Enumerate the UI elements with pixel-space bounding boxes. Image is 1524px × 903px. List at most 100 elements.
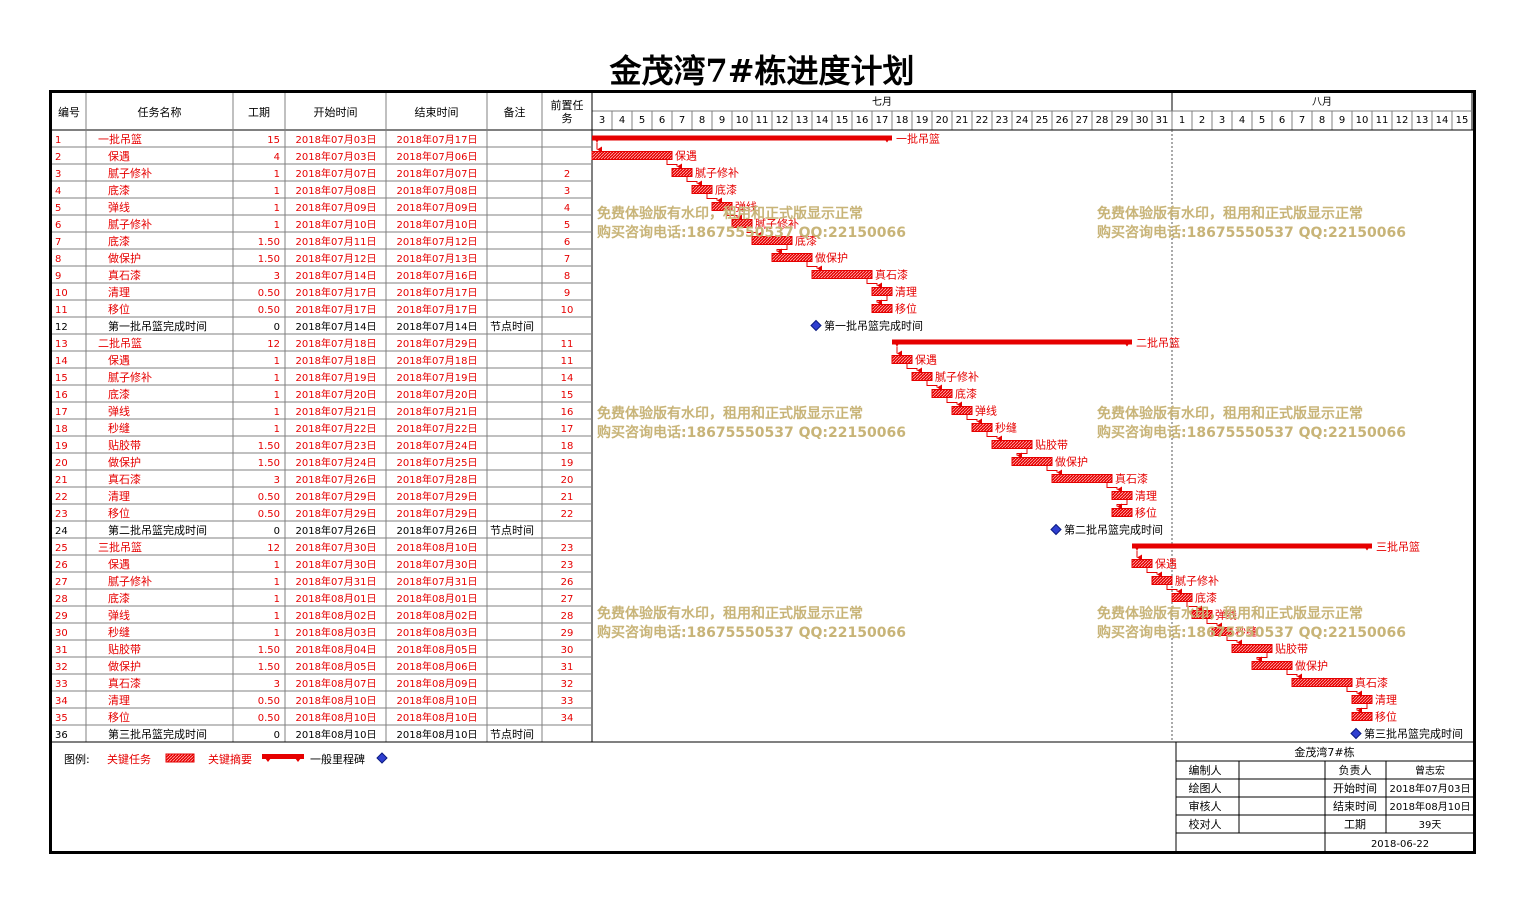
task-pred: 21 (561, 492, 574, 503)
column-header-pred: 前置任 (551, 98, 584, 112)
task-duration: 1 (274, 560, 280, 571)
task-end: 2018年07月19日 (397, 371, 478, 384)
task-bar (1211, 627, 1233, 636)
task-id: 6 (55, 220, 61, 231)
dependency-arrow (1016, 448, 1028, 459)
task-name: 弹线 (108, 404, 130, 418)
task-start: 2018年08月04日 (296, 643, 377, 656)
task-pred: 15 (561, 390, 574, 401)
day-label: 28 (1096, 115, 1109, 126)
info-value: 2018年07月03日 (1390, 782, 1471, 795)
task-name: 底漆 (108, 234, 130, 248)
task-pred: 19 (561, 458, 574, 469)
task-name: 真石漆 (108, 268, 141, 282)
task-pred: 17 (561, 424, 574, 435)
task-end: 2018年07月10日 (397, 218, 478, 231)
task-end: 2018年08月01日 (397, 592, 478, 605)
task-end: 2018年07月12日 (397, 235, 478, 248)
task-pred: 7 (564, 254, 570, 265)
task-duration: 3 (274, 679, 280, 690)
task-bar (891, 355, 913, 364)
task-id: 33 (55, 679, 68, 690)
task-duration: 1 (274, 407, 280, 418)
task-bar (731, 219, 753, 228)
bar-label: 秒缝 (1235, 625, 1257, 639)
day-label: 13 (1416, 115, 1429, 126)
column-header-end: 结束时间 (415, 106, 459, 119)
dependency-arrow (806, 261, 822, 272)
task-start: 2018年07月07日 (296, 167, 377, 180)
task-name: 腻子修补 (108, 574, 152, 588)
day-label: 12 (1396, 115, 1409, 126)
day-label: 8 (699, 115, 705, 126)
task-start: 2018年07月09日 (296, 201, 377, 214)
dependency-arrow (1166, 584, 1182, 595)
task-id: 9 (55, 271, 61, 282)
task-start: 2018年07月20日 (296, 388, 377, 401)
day-label: 7 (1299, 115, 1305, 126)
task-name: 保遇 (108, 557, 130, 571)
task-start: 2018年07月29日 (296, 507, 377, 520)
task-end: 2018年07月31日 (397, 575, 478, 588)
task-id: 26 (55, 560, 68, 571)
task-id: 18 (55, 424, 68, 435)
task-end: 2018年07月28日 (397, 473, 478, 486)
task-id: 4 (55, 186, 61, 197)
day-label: 14 (1436, 115, 1449, 126)
task-pred: 22 (561, 509, 574, 520)
bar-label: 一批吊篮 (896, 132, 940, 146)
watermark-line: 免费体验版有水印，租用和正式版显示正常 (1097, 605, 1363, 622)
dependency-arrow (1146, 567, 1162, 578)
day-label: 15 (1456, 115, 1469, 126)
task-id: 36 (55, 730, 68, 741)
task-id: 32 (55, 662, 68, 673)
task-bar (1171, 593, 1193, 602)
bar-label: 保遇 (675, 149, 697, 163)
day-label: 24 (1016, 115, 1029, 126)
task-pred: 28 (561, 611, 574, 622)
info-value: 曾志宏 (1415, 764, 1445, 777)
info-key: 负责人 (1339, 763, 1372, 777)
dependency-arrow (1186, 601, 1202, 612)
day-label: 13 (796, 115, 809, 126)
day-label: 8 (1319, 115, 1325, 126)
task-bar (751, 236, 793, 245)
task-start: 2018年07月18日 (296, 337, 377, 350)
task-end: 2018年07月26日 (397, 524, 478, 537)
task-duration: 1 (274, 373, 280, 384)
summary-end-cap (1362, 543, 1372, 551)
task-bar (811, 270, 873, 279)
task-pred: 2 (564, 169, 570, 180)
task-start: 2018年07月19日 (296, 371, 377, 384)
task-bar (691, 185, 713, 194)
task-duration: 0 (274, 322, 280, 333)
task-pred: 31 (561, 662, 574, 673)
task-pred: 11 (561, 339, 574, 350)
task-pred: 20 (561, 475, 574, 486)
task-name: 秒缝 (108, 625, 130, 639)
task-duration: 1 (274, 356, 280, 367)
task-name: 做保护 (108, 455, 141, 469)
summary-start-cap (1132, 543, 1142, 551)
bar-label: 真石漆 (1115, 472, 1148, 486)
bar-label: 底漆 (795, 234, 817, 248)
task-bar (591, 151, 673, 160)
task-name: 移位 (108, 710, 130, 724)
task-name: 腻子修补 (108, 166, 152, 180)
task-id: 29 (55, 611, 68, 622)
task-id: 13 (55, 339, 68, 350)
task-name: 第一批吊篮完成时间 (108, 319, 207, 333)
task-start: 2018年08月07日 (296, 677, 377, 690)
info-key: 工期 (1344, 818, 1366, 831)
legend-milestone-marker (376, 752, 388, 764)
task-end: 2018年07月29日 (397, 337, 478, 350)
summary-end-cap (1122, 339, 1132, 347)
dependency-arrow (1116, 499, 1128, 510)
task-duration: 0.50 (258, 713, 280, 724)
day-label: 15 (836, 115, 849, 126)
page-title: 金茂湾7#栋进度计划 (609, 52, 915, 90)
task-name: 腻子修补 (108, 217, 152, 231)
bar-label: 弹线 (975, 404, 997, 418)
milestone-marker (810, 319, 822, 332)
